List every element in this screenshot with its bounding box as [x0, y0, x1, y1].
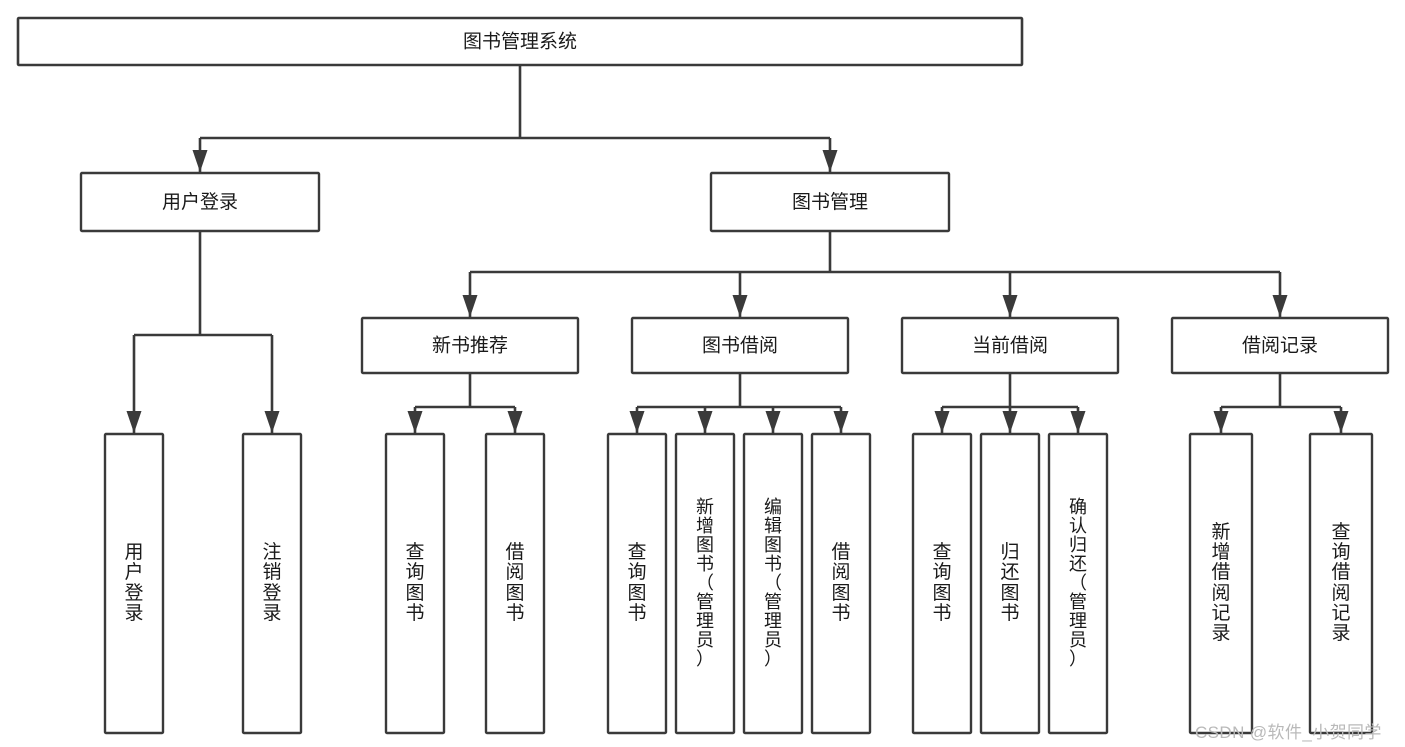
node-box-leaf-4[interactable] — [606, 432, 668, 735]
node-box-leaf-5[interactable] — [674, 432, 736, 735]
node-box-leaf-10[interactable] — [1047, 432, 1109, 735]
arrow-head-icon — [697, 411, 713, 433]
node-box-leaf-7[interactable] — [810, 432, 872, 735]
node-box-level3-2[interactable] — [900, 316, 1120, 375]
node-box-level2-1[interactable] — [709, 171, 951, 233]
node-label-level3-0: 新书推荐 — [432, 335, 508, 357]
arrow-head-icon — [833, 411, 849, 433]
node-label-level2-1: 图书管理 — [792, 191, 868, 213]
arrow-head-icon — [732, 295, 748, 317]
node-label-root: 图书管理系统 — [463, 31, 577, 53]
node-box-level2-0[interactable] — [79, 171, 321, 233]
arrow-head-icon — [1002, 411, 1018, 433]
arrow-head-icon — [462, 295, 478, 317]
arrow-head-icon — [1002, 295, 1018, 317]
arrow-head-icon — [264, 411, 280, 433]
node-box-level3-1[interactable] — [630, 316, 850, 375]
node-box-root[interactable] — [16, 16, 1024, 67]
node-box-leaf-1[interactable] — [241, 432, 303, 735]
arrow-head-icon — [765, 411, 781, 433]
node-box-leaf-3[interactable] — [484, 432, 546, 735]
arrow-head-icon — [507, 411, 523, 433]
node-label-level3-2: 当前借阅 — [972, 335, 1048, 357]
node-box-leaf-0[interactable] — [103, 432, 165, 735]
node-box-layer — [16, 16, 1390, 735]
node-label-level2-0: 用户登录 — [162, 191, 238, 213]
arrow-head-icon — [1333, 411, 1349, 433]
node-box-leaf-12[interactable] — [1308, 432, 1374, 735]
arrow-head-icon — [126, 411, 142, 433]
watermark: CSDN @软件_小贺同学 — [1195, 723, 1382, 742]
arrow-head-icon — [192, 150, 208, 172]
arrow-head-icon — [1272, 295, 1288, 317]
node-box-leaf-2[interactable] — [384, 432, 446, 735]
node-label-level3-3: 借阅记录 — [1242, 335, 1318, 357]
arrow-head-icon — [1213, 411, 1229, 433]
node-box-leaf-9[interactable] — [979, 432, 1041, 735]
connector-layer — [126, 65, 1349, 433]
node-box-level3-0[interactable] — [360, 316, 580, 375]
node-label-level3-1: 图书借阅 — [702, 335, 778, 357]
arrow-head-icon — [629, 411, 645, 433]
arrow-head-icon — [934, 411, 950, 433]
node-box-leaf-8[interactable] — [911, 432, 973, 735]
arrow-head-icon — [822, 150, 838, 172]
arrow-head-icon — [407, 411, 423, 433]
arrow-head-icon — [1070, 411, 1086, 433]
node-box-leaf-6[interactable] — [742, 432, 804, 735]
node-box-leaf-11[interactable] — [1188, 432, 1254, 735]
node-box-level3-3[interactable] — [1170, 316, 1390, 375]
